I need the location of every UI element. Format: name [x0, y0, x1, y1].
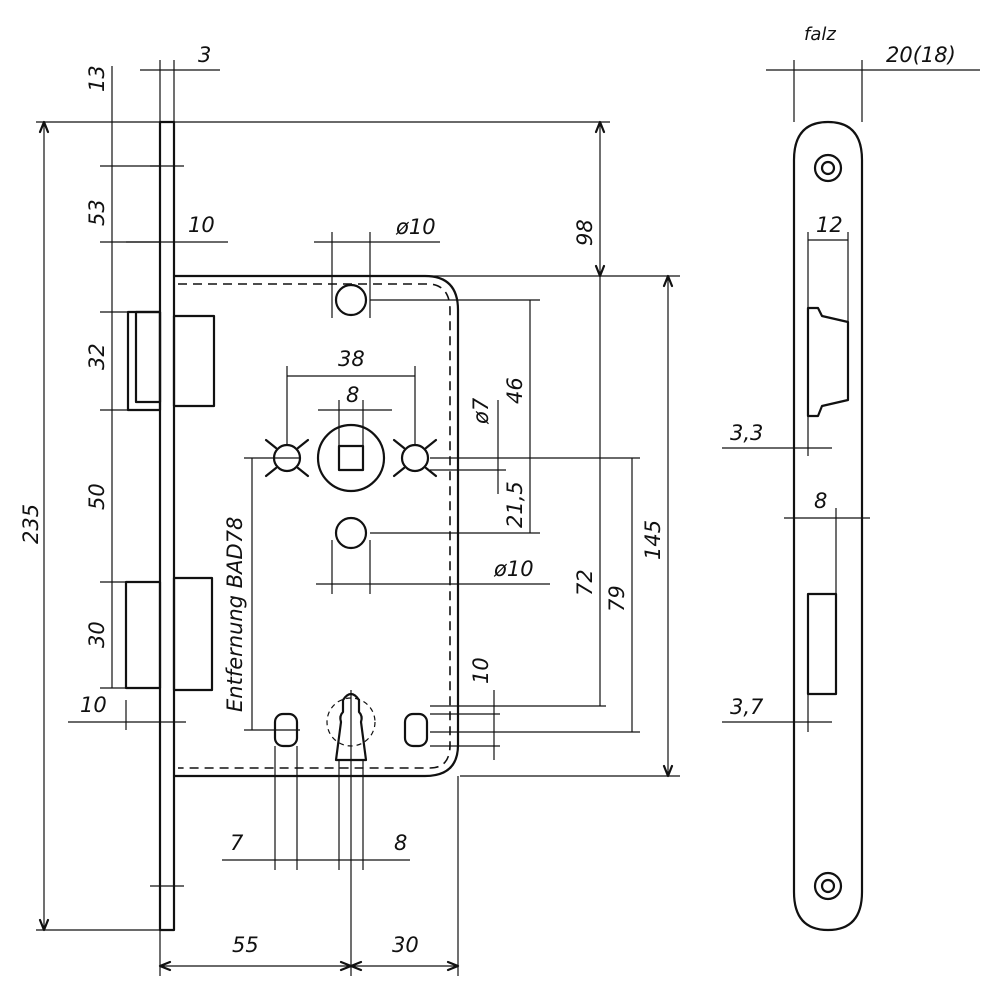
spindle-square [337, 444, 365, 472]
dead-bolt-outer [124, 580, 162, 690]
dim-235: 235 [19, 504, 43, 544]
dim-72: 72 [573, 569, 597, 596]
dim-98: 98 [573, 219, 597, 246]
dim-55: 55 [232, 933, 259, 957]
dim-phi10-mid: ø10 [493, 557, 534, 581]
mid-screw-hole [334, 516, 368, 550]
dim-8-bottom: 8 [394, 831, 407, 855]
dim-46: 46 [503, 377, 527, 404]
right-fixing-post [392, 438, 438, 478]
top-screw-hole [334, 283, 368, 317]
side-faceplate [792, 120, 864, 932]
keyhole [334, 692, 368, 762]
dim-3: 3 [198, 43, 211, 67]
dead-bolt-body [172, 576, 214, 692]
dim-3-3: 3,3 [730, 421, 763, 445]
dim-10-left: 10 [80, 693, 107, 717]
dim-32: 32 [85, 343, 109, 370]
latch-bolt-body [172, 314, 216, 408]
side-screw-top-outer [813, 153, 843, 183]
side-screw-bottom-inner [820, 878, 836, 894]
deadbolt-opening [806, 592, 838, 696]
dim-20-18: 20(18) [886, 43, 956, 67]
follower-hub [316, 423, 386, 493]
dim-8-top: 8 [346, 383, 359, 407]
dim-38: 38 [338, 347, 365, 371]
dim-7: 7 [230, 831, 244, 855]
front-dimensions [36, 60, 680, 976]
dim-30-left: 30 [85, 621, 109, 648]
dim-12: 12 [816, 213, 843, 237]
side-dimensions [722, 60, 980, 732]
faceplate [158, 120, 176, 932]
front-view [124, 120, 460, 932]
front-dim-labels: 13 3 53 10 32 50 30 10 235 98 145 72 79 … [19, 43, 665, 957]
side-dim-labels: falz 20(18) 12 3,3 8 3,7 [730, 24, 956, 719]
label-entfernung: Entfernung BAD78 [223, 517, 247, 712]
side-screw-top-inner [820, 160, 836, 176]
side-screw-bottom-outer [813, 871, 843, 901]
dim-21-5: 21,5 [503, 481, 527, 528]
latch-opening [806, 306, 850, 418]
latch-bolt-outer [126, 310, 162, 412]
side-view [792, 120, 864, 932]
dim-13: 13 [85, 65, 109, 92]
dim-50: 50 [85, 483, 109, 510]
dim-10-right: 10 [469, 657, 493, 684]
dim-79: 79 [605, 585, 629, 612]
lock-case-inner-dashed [178, 283, 451, 769]
dim-30-bottom: 30 [392, 933, 419, 957]
right-slot [403, 712, 429, 748]
lock-case [172, 274, 460, 778]
dim-10-top: 10 [188, 213, 215, 237]
dim-phi10-top: ø10 [395, 215, 436, 239]
latch-bolt-inner [134, 310, 162, 404]
label-falz: falz [804, 24, 836, 45]
dim-8-side: 8 [814, 489, 827, 513]
dim-53: 53 [85, 199, 109, 226]
dim-phi7: ø7 [469, 397, 493, 425]
dim-145: 145 [641, 520, 665, 560]
dim-3-7: 3,7 [730, 695, 764, 719]
